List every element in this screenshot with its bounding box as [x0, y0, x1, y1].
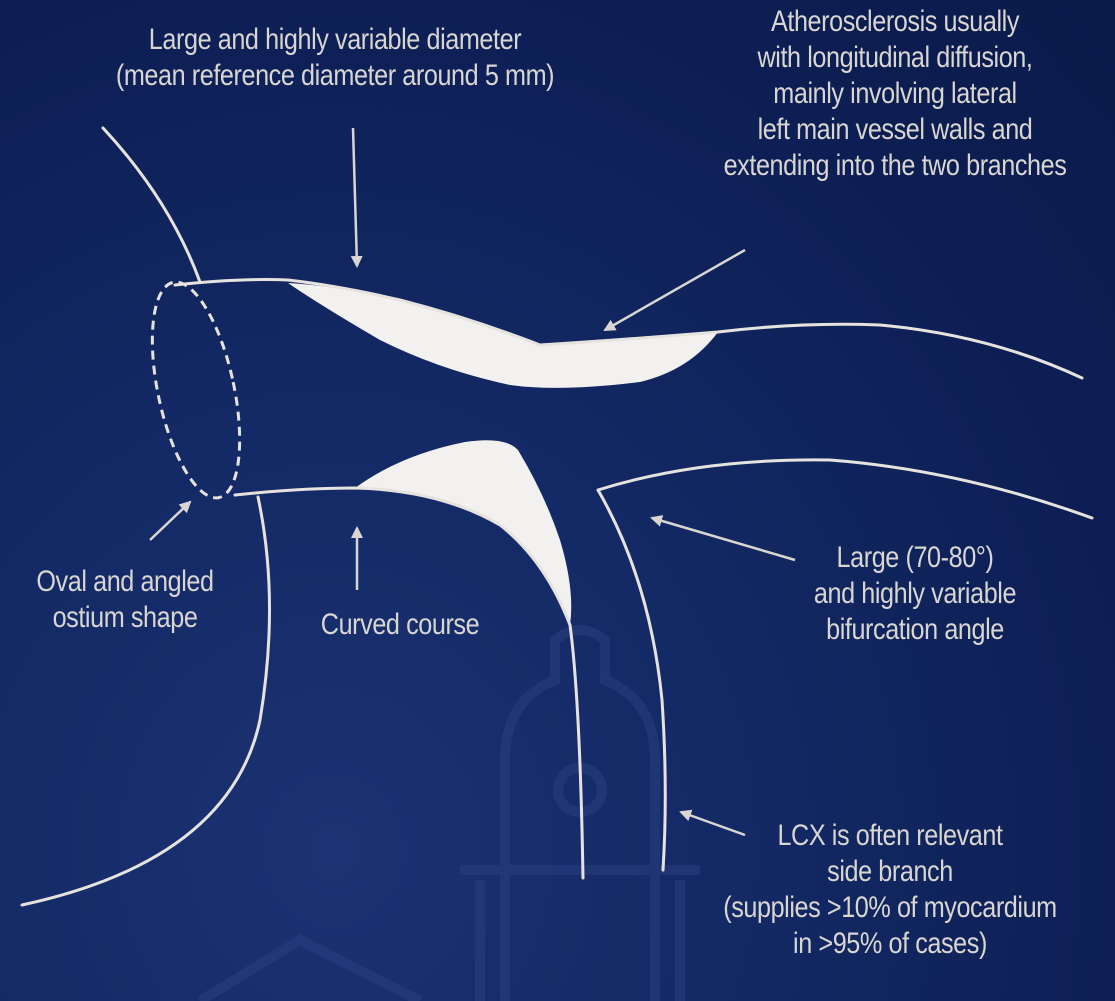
ostium-oval: [136, 275, 256, 506]
aorta-wall-upper: [103, 128, 200, 282]
lcx-label: LCX is often relevant side branch (suppl…: [697, 818, 1083, 962]
upper-wall-plaque: [288, 283, 718, 388]
lad-lower-wall: [598, 460, 1092, 518]
angle-arrow: [652, 518, 795, 560]
carina-plaque: [355, 440, 571, 625]
diameter-arrow: [353, 128, 357, 266]
aorta-wall-lower: [22, 497, 270, 905]
angle-label: Large (70-80°) and highly variable bifur…: [793, 540, 1037, 648]
course-label: Curved course: [308, 607, 493, 643]
atherosclerosis-arrow: [605, 250, 745, 330]
ostium-label: Oval and angled ostium shape: [20, 564, 230, 636]
diameter-label: Large and highly variable diameter (mean…: [87, 22, 583, 94]
watermark-emblem: [200, 630, 700, 1001]
ostium-arrow: [150, 502, 190, 540]
atherosclerosis-label: Atherosclerosis usually with longitudina…: [681, 4, 1109, 184]
